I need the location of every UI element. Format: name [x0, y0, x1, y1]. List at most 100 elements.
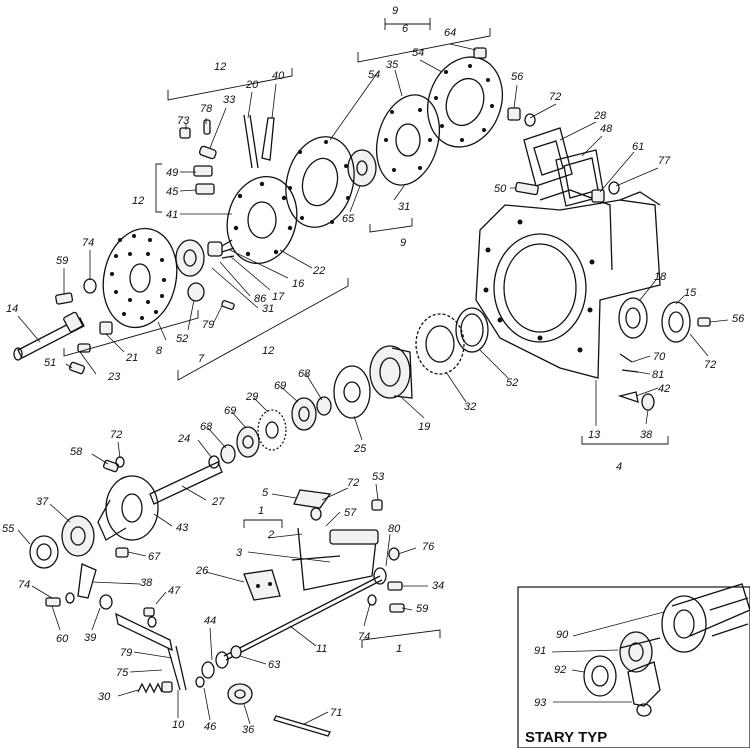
part-label: 56	[511, 71, 524, 83]
part-label: 33	[223, 94, 236, 106]
part-label: 12	[132, 195, 144, 207]
part-label: 69	[224, 405, 236, 417]
part-label: 36	[242, 724, 255, 736]
part-label: 12	[214, 61, 226, 73]
part-label: 91	[534, 645, 546, 657]
part-label: 69	[274, 380, 286, 392]
bracket-12-top	[167, 68, 293, 101]
part-label: 32	[464, 401, 476, 413]
leader-lines	[17, 43, 729, 725]
right-hardware	[473, 47, 620, 203]
part-label: 56	[732, 313, 745, 325]
part-label: 59	[56, 255, 68, 267]
part-label: 29	[245, 391, 258, 403]
lever-10	[115, 612, 187, 691]
seal-18	[618, 297, 648, 339]
part-label: 18	[654, 271, 667, 283]
part-label: 39	[84, 632, 96, 644]
part-label: 57	[344, 507, 357, 519]
lever-3	[291, 499, 383, 591]
part-label: 72	[549, 91, 561, 103]
part-label: 44	[204, 615, 216, 627]
part-label: 61	[632, 141, 644, 153]
housing-13	[475, 189, 661, 379]
part-label: 28	[593, 110, 607, 122]
part-label: 68	[298, 368, 311, 380]
part-label: 72	[110, 429, 122, 441]
part-label: 79	[202, 319, 214, 331]
part-label: 4	[616, 461, 622, 473]
bracket-9-6	[384, 18, 431, 30]
part-label: 59	[416, 603, 428, 615]
part-label: 27	[211, 496, 225, 508]
part-label: 86	[254, 293, 267, 305]
part-label: 77	[658, 155, 671, 167]
bracket-26	[243, 569, 281, 601]
part-label: 55	[2, 523, 15, 535]
part-label: 67	[148, 551, 161, 563]
part-label: 38	[640, 429, 653, 441]
part-label: 1	[258, 505, 264, 517]
gasket-32	[415, 313, 465, 375]
group-brackets	[63, 18, 669, 648]
part-label: 37	[36, 496, 49, 508]
part-label: 75	[116, 667, 129, 679]
part-label: 49	[166, 167, 178, 179]
part-label: 71	[330, 707, 342, 719]
bracket-1-lower	[361, 629, 441, 648]
part-label: 8	[156, 345, 163, 357]
part-label: 74	[18, 579, 30, 591]
spring-30	[137, 681, 173, 694]
fork-38	[45, 547, 129, 610]
part-label: 17	[272, 291, 285, 303]
part-label: 54	[368, 69, 380, 81]
part-label: 35	[386, 59, 399, 71]
part-label: 45	[166, 186, 179, 198]
bracket-7	[63, 310, 199, 357]
plate-22	[226, 175, 298, 265]
part-label: 31	[398, 201, 410, 213]
part-label: 52	[506, 377, 518, 389]
bracket-12-left	[155, 163, 162, 213]
part-label: 9	[400, 237, 406, 249]
part-label: 76	[422, 541, 435, 553]
part-label: 58	[70, 446, 83, 458]
disc-35	[376, 94, 440, 186]
part-label: 72	[704, 359, 716, 371]
part-label: 70	[653, 351, 666, 363]
part-label: 21	[125, 352, 138, 364]
bracket-4	[581, 436, 669, 445]
part-label: 54	[412, 47, 424, 59]
part-label: 11	[316, 643, 327, 655]
part-number-labels: 9 6 64 12 54 35 54 56 72 40 20 78 33 73 …	[2, 5, 745, 736]
part-label: 2	[267, 529, 274, 541]
pedal-5	[293, 489, 332, 509]
part-label: 5	[262, 487, 269, 499]
bearing-19	[369, 345, 413, 399]
part-label: 68	[200, 421, 213, 433]
part-label: 43	[176, 522, 189, 534]
part-label: 14	[6, 303, 18, 315]
part-label: 13	[588, 429, 601, 441]
bracket-12-lower	[177, 278, 349, 381]
part-label: 31	[262, 303, 274, 315]
part-drawings	[13, 47, 711, 737]
part-label: 74	[82, 237, 94, 249]
part-label: 6	[402, 23, 409, 35]
part-label: 30	[98, 691, 111, 703]
hub-16	[175, 239, 235, 277]
part-label: 92	[554, 664, 566, 676]
part-label: 93	[534, 697, 547, 709]
part-label: 81	[652, 369, 664, 381]
part-label: 48	[600, 123, 613, 135]
hub-65	[347, 149, 377, 187]
part-label: 74	[358, 631, 370, 643]
part-label: 46	[204, 721, 217, 733]
part-label: 53	[372, 471, 385, 483]
part-label: 90	[556, 629, 569, 641]
part-label: 24	[177, 433, 190, 445]
plate-8	[102, 227, 178, 329]
part-label: 51	[44, 357, 56, 369]
part-label: 34	[432, 580, 444, 592]
misc-lower	[143, 547, 405, 737]
